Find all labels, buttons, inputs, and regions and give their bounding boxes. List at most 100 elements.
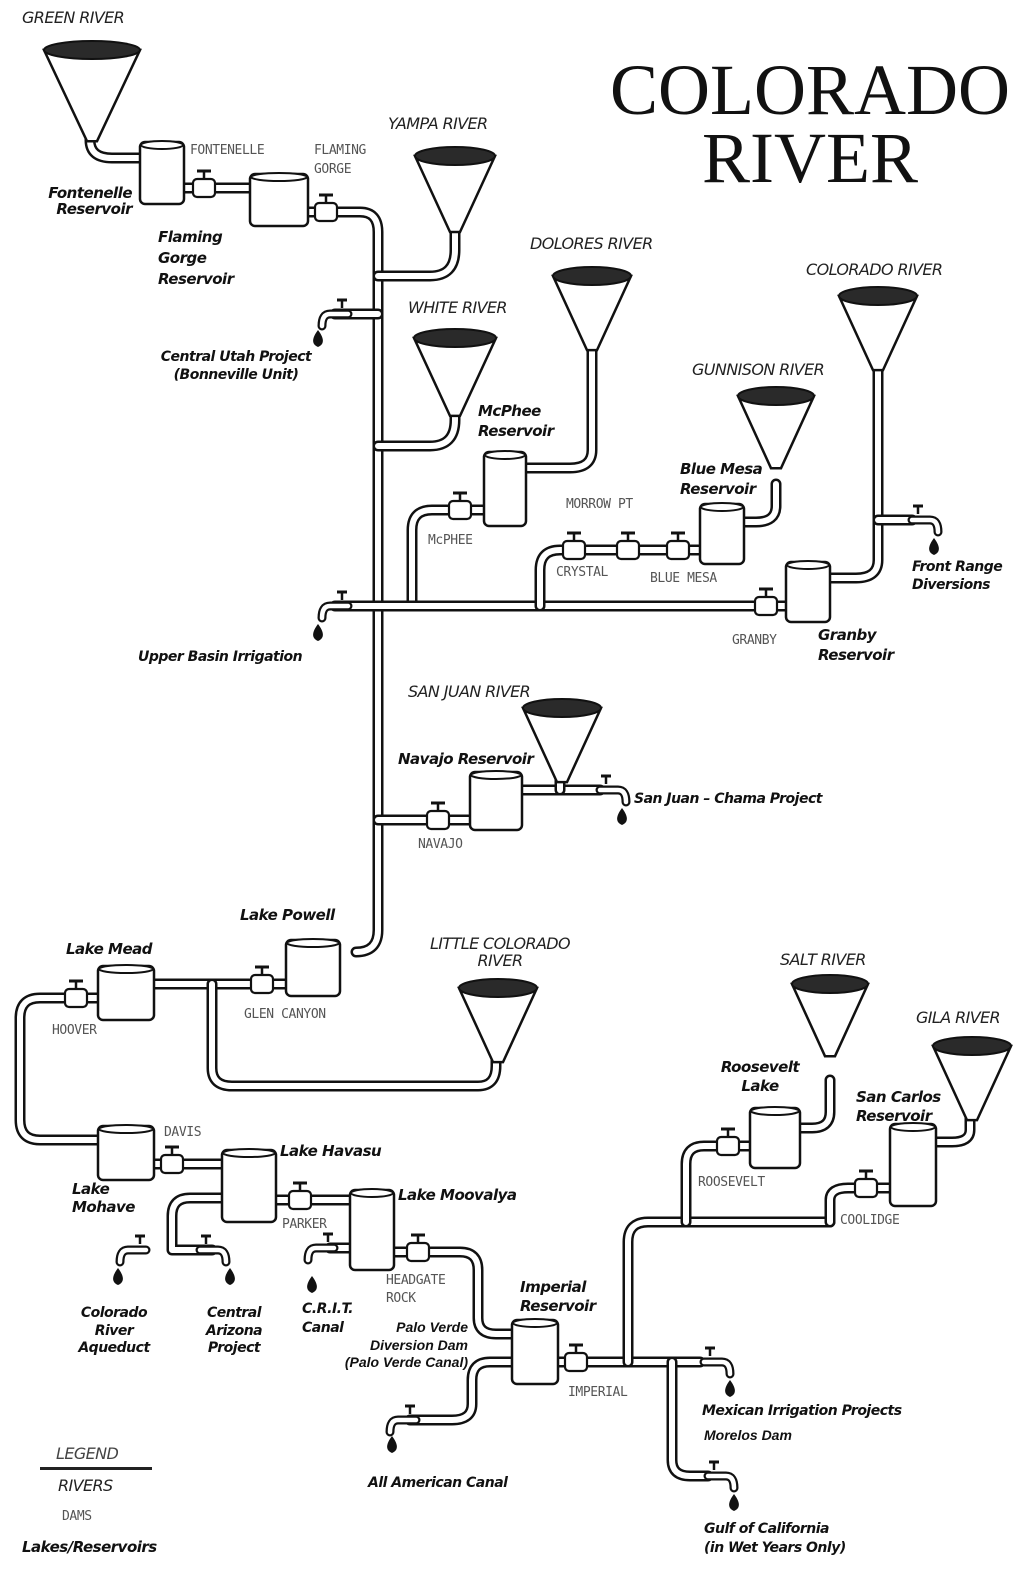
upper-basin-drop (313, 624, 323, 641)
pipe-yampa-inner (375, 207, 458, 279)
navajo-dam-label: NAVAJO (418, 837, 463, 852)
salt-funnel-mesh (791, 974, 869, 994)
gulf-line-2: (in Wet Years Only) (704, 1539, 846, 1556)
little-colorado-funnel (457, 986, 539, 1064)
imperial-reservoir-label: Imperial Reservoir (520, 1278, 596, 1315)
mexican-faucet-inner (701, 1359, 733, 1377)
central-utah-project-label: Central Utah Project (Bonneville Unit) (146, 350, 326, 382)
blue-mesa-dam-label: BLUE MESA (650, 571, 717, 586)
diagram-title: COLORADO RIVER (590, 50, 1018, 195)
lake-powell (284, 938, 342, 998)
yampa-river-label: YAMPA RIVER (388, 114, 488, 133)
flaming-gorge-dam-label: FLAMING GORGE (314, 144, 366, 176)
mcphee-dam-label: McPHEE (428, 533, 473, 548)
fontenelle-reservoir (138, 140, 186, 206)
lake-mohave-line-1: Lake (72, 1180, 110, 1198)
front-range-faucet-inner (909, 517, 941, 535)
colorado-funnel-mesh (838, 286, 918, 306)
granby-reservoir-top (786, 560, 830, 570)
lake-mohave-label: Lake Mohave (72, 1180, 135, 1216)
yampa-funnel (413, 154, 497, 234)
flaming-gorge-reservoir-top (250, 172, 308, 182)
crit-canal-label: C.R.I.T. Canal (302, 1302, 353, 1335)
pipe-main-stem (300, 206, 384, 958)
gulf-of-california-label: Gulf of California (in Wet Years Only) (704, 1522, 846, 1555)
dolores-funnel (551, 274, 633, 352)
lake-mohave-line-2: Mohave (72, 1197, 135, 1216)
gulf-faucet-inner (705, 1473, 737, 1491)
pipe-havasu-diversions (166, 1192, 231, 1256)
navajo-reservoir (468, 770, 524, 832)
pipe-mead-mohave-inner (17, 995, 103, 1143)
roosevelt-dam-label: ROOSEVELT (698, 1175, 765, 1190)
cap-faucet-inner (197, 1247, 229, 1265)
front-range-drop (929, 538, 939, 555)
legend-title: LEGEND (56, 1444, 119, 1463)
roosevelt-valve (715, 1135, 741, 1157)
lake-mohave-top (98, 1124, 154, 1134)
mcphee-reservoir (482, 450, 528, 528)
pipe-little-colorado-inner (209, 981, 499, 1089)
pipe-all-american-inner (407, 1359, 515, 1423)
san-juan-chama-drop (617, 808, 627, 825)
fontenelle-line-1: Fontenelle (48, 184, 132, 202)
lake-havasu (220, 1148, 278, 1224)
san-carlos-reservoir-label: San Carlos Reservoir (856, 1089, 941, 1125)
gunnison-river-label: GUNNISON RIVER (692, 360, 825, 379)
navajo-reservoir-top (470, 770, 522, 780)
roosevelt-lake (748, 1106, 802, 1170)
lake-powell-top (286, 938, 340, 948)
pipe-coolidge-out-inner (827, 1185, 893, 1225)
fontenelle-reservoir-label: Fontenelle Reservoir (20, 184, 132, 218)
pipe-mcphee-out-inner (409, 507, 487, 609)
morrow-pt-dam-label: MORROW PT (566, 497, 633, 512)
blue-mesa-reservoir-label: Blue Mesa Reservoir (680, 461, 763, 498)
front-range-line-2: Diversions (912, 576, 991, 593)
pipe-dolores (518, 324, 598, 474)
pipe-salt-in-inner (795, 1077, 833, 1131)
upper-basin-faucet-inner (319, 603, 351, 621)
title-line-1: COLORADO (609, 50, 1010, 130)
davis-dam-label: DAVIS (164, 1125, 202, 1140)
roosevelt-line-2: Lake (741, 1076, 779, 1095)
san-juan-chama-project-label: San Juan – Chama Project (634, 791, 822, 807)
lake-moovalya-label: Lake Moovalya (398, 1186, 517, 1204)
san-carlos-reservoir (888, 1122, 938, 1208)
white-river-label: WHITE RIVER (408, 298, 508, 317)
davis-valve (159, 1153, 185, 1175)
legend-lakes-reservoirs: Lakes/Reservoirs (22, 1538, 157, 1556)
mcphee-reservoir-top (484, 450, 526, 460)
legend-dams: DAMS (62, 1509, 92, 1524)
flaming-gorge-dam-line-2: GORGE (314, 161, 352, 177)
imperial-res-line-1: Imperial (520, 1278, 586, 1296)
pipe-roosevelt-out-inner (683, 1143, 753, 1225)
cap-line-1: Central (206, 1305, 262, 1321)
pipe-main-stem-inner (303, 209, 381, 955)
cap-line-3: Project (207, 1340, 261, 1357)
palo-verde-line-3: (Palo Verde Canal) (344, 1354, 468, 1371)
yampa-funnel-mesh (414, 146, 496, 166)
all-american-drop (387, 1436, 397, 1453)
gunnison-funnel-mesh (737, 386, 815, 406)
imperial-res-line-2: Reservoir (520, 1296, 596, 1315)
hoover-dam-label: HOOVER (52, 1023, 97, 1038)
fontenelle-valve (191, 177, 217, 199)
crit-faucet-inner (305, 1245, 337, 1263)
front-range-diversions-label: Front Range Diversions (912, 560, 1003, 593)
flaming-gorge-dam-line-1: FLAMING (314, 143, 366, 158)
pipe-colorado-headwater-inner (827, 347, 881, 581)
granby-line-2: Reservoir (818, 645, 894, 664)
glen-canyon-dam-label: GLEN CANYON (244, 1007, 326, 1022)
headgate-line-2: ROCK (386, 1290, 416, 1306)
imperial-reservoir (510, 1318, 560, 1386)
blue-mesa-line-2: Reservoir (680, 479, 756, 498)
gunnison-funnel (736, 394, 816, 470)
pipe-mead-mohave (14, 992, 106, 1146)
flaming-gorge-line-2: Gorge (158, 248, 207, 267)
cra-line-3: Aqueduct (78, 1340, 150, 1357)
roosevelt-lake-top (750, 1106, 800, 1116)
pipe-little-colorado (206, 978, 502, 1092)
lake-moovalya (348, 1188, 396, 1272)
lake-mohave (96, 1124, 156, 1182)
